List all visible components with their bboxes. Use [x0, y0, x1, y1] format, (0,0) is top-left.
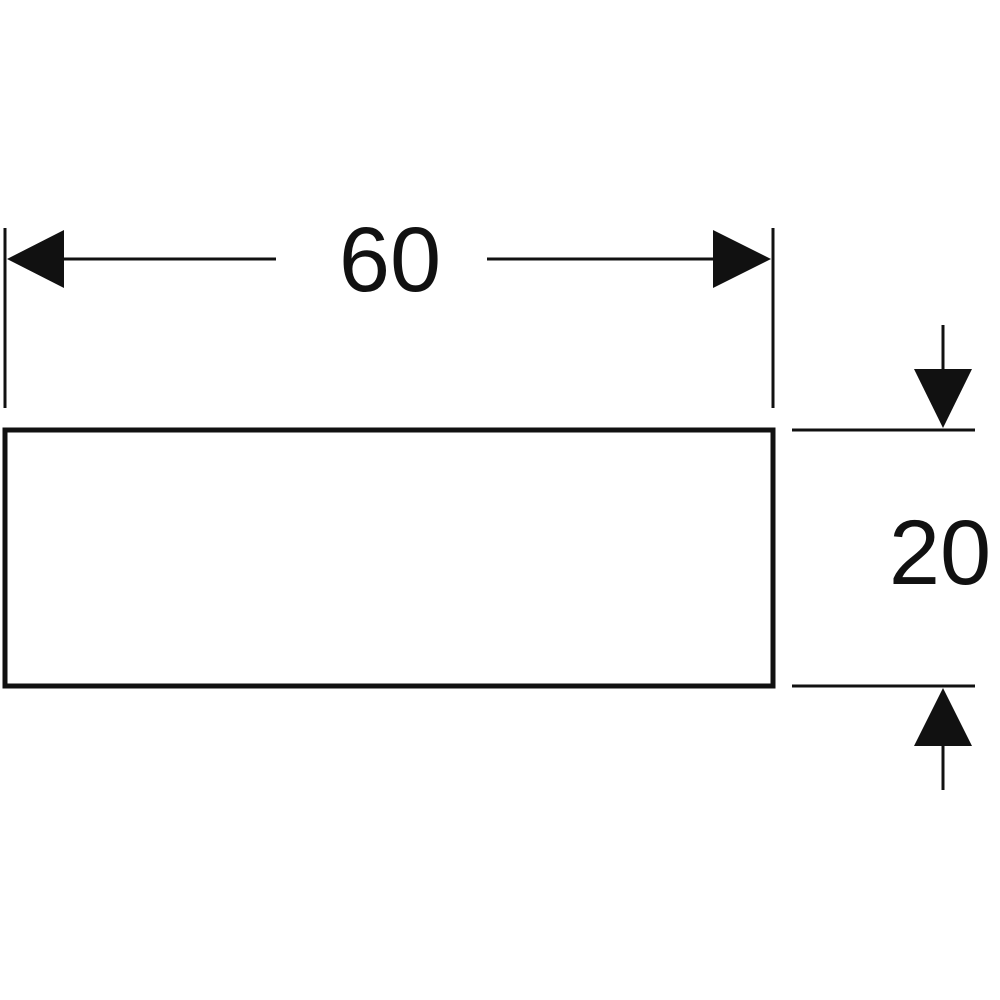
width-label: 60: [339, 209, 441, 311]
height-arrow-down-icon: [914, 369, 972, 428]
width-arrow-right-icon: [713, 230, 771, 288]
height-label: 20: [889, 502, 991, 604]
height-arrow-up-icon: [914, 688, 972, 746]
width-arrow-left-icon: [7, 230, 64, 288]
panel-outline: [2, 427, 776, 689]
